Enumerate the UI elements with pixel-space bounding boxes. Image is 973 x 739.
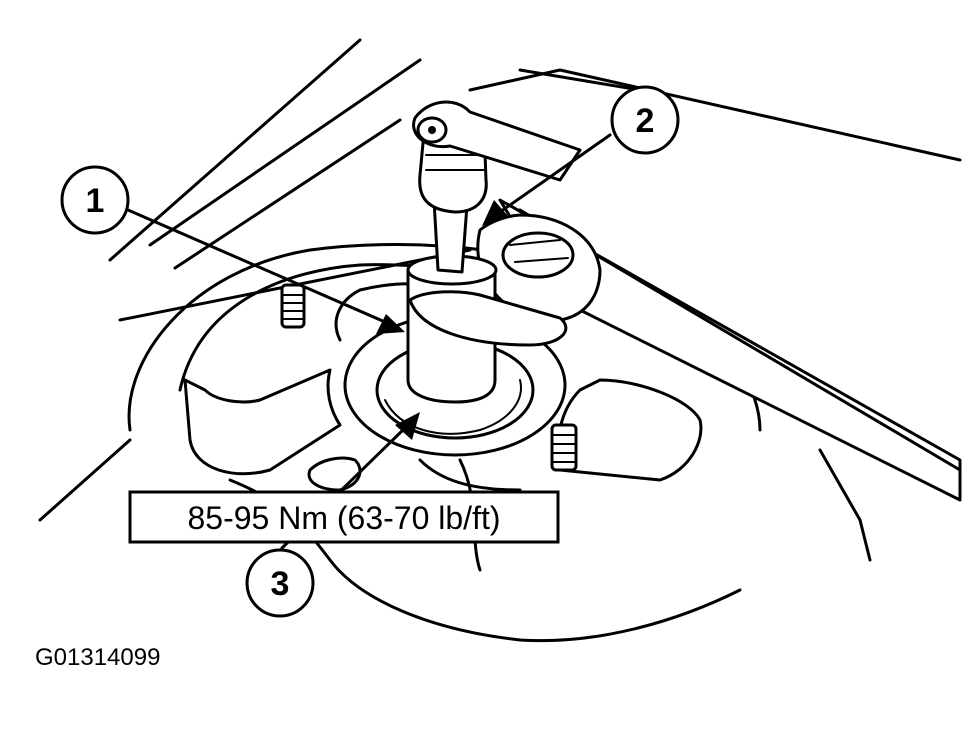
body-panel-lines [38,38,962,562]
figure-code: G01314099 [35,644,160,671]
mount-stud-right [550,423,578,472]
torque-spec-box: 85-95 Nm (63-70 lb/ft) [128,490,560,544]
torque-spec-text: 85-95 Nm (63-70 lb/ft) [187,500,500,536]
mount-stud-left [280,283,306,329]
box-end-wrench [476,198,962,502]
callout-3-label: 3 [271,565,290,603]
wrench-jaw [408,290,568,347]
callout-2-label: 2 [636,102,655,140]
leader-2 [482,133,612,226]
callout-1-label: 1 [86,182,105,220]
callout-1: 1 [60,165,130,235]
callout-2: 2 [610,85,680,155]
callout-3: 3 [245,548,315,618]
leader-1 [126,208,405,334]
